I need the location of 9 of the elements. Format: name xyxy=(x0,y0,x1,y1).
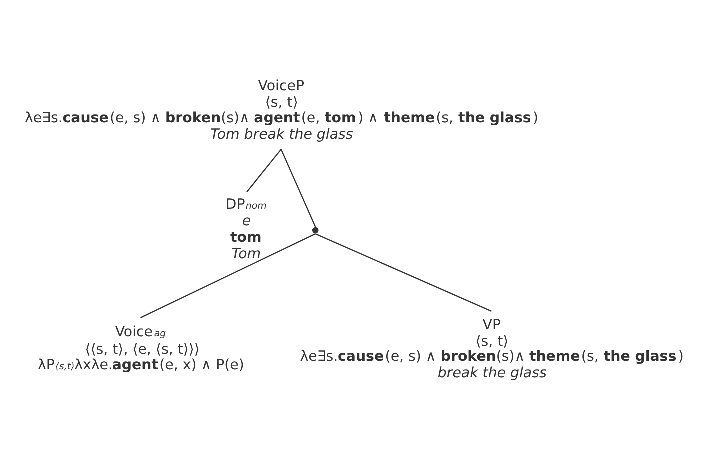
node-point xyxy=(312,227,318,234)
node-text: VP ⟨s, t⟩ λe∃s.cause(e, s) ∧ broken(s)∧ theme(s, the glass) break the glass xyxy=(300,317,684,382)
node-text: DPnom e tom Tom xyxy=(225,196,266,262)
connector xyxy=(140,234,316,318)
connector xyxy=(246,149,282,192)
connector xyxy=(314,234,492,312)
connector xyxy=(280,149,316,228)
node-text: Voiceag ⟨⟨s, t⟩, ⟨e, ⟨s, t⟩⟩⟩ λP⟨s,t⟩λxλe.agent(e, x) ∧ P(e) xyxy=(37,324,244,374)
node-text: VoiceP ⟨s, t⟩ λe∃s.cause(e, s) ∧ broken(s)∧ agent(e, tom) ∧ theme(s, the glass) Tom break the glass xyxy=(24,78,538,144)
